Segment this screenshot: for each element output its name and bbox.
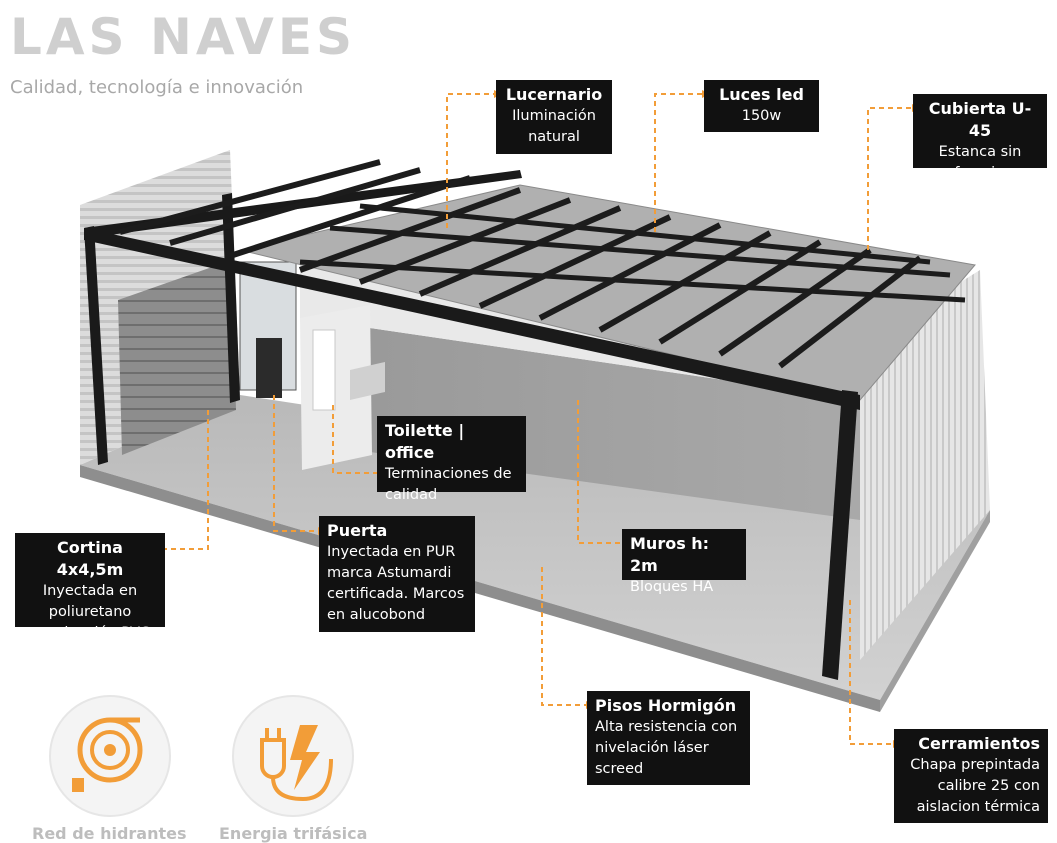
callout-toilette-body: Terminaciones de calidad <box>385 466 512 503</box>
callout-cerramientos-body: Chapa prepintada calibre 25 con aislacio… <box>910 757 1040 815</box>
callout-pisos-body: Alta resistencia con nivelación láser sc… <box>595 719 738 777</box>
callout-pisos-title: Pisos Hormigón <box>595 696 737 715</box>
callout-pisos: Pisos Hormigón Alta resistencia con nive… <box>587 691 750 785</box>
right-side-wall <box>860 270 990 660</box>
callout-luces-led-title: Luces led <box>719 85 804 104</box>
callout-cerramientos-title: Cerramientos <box>918 734 1040 753</box>
callout-cortina-body: Inyectada en poliuretano terminación PVC <box>29 583 150 641</box>
callout-muros-title: Muros h: 2m <box>630 534 710 575</box>
roller-shutter <box>118 260 236 455</box>
callout-puerta: Puerta Inyectada en PUR marca Astumardi … <box>319 516 475 632</box>
callout-cubierta-body: Estanca sin perforaciones <box>930 144 1030 181</box>
callout-toilette-title: Toilette | office <box>385 421 465 462</box>
callout-toilette: Toilette | office Terminaciones de calid… <box>377 416 526 503</box>
callout-lucernario-title: Lucernario <box>505 85 603 104</box>
callout-luces-led-body: 150w <box>741 108 782 124</box>
page-title: LAS NAVES <box>10 8 356 66</box>
callout-cortina-title: Cortina 4x4,5m <box>56 538 124 579</box>
floor-edge <box>80 465 880 712</box>
roof-panels <box>240 185 975 400</box>
callout-cerramientos: Cerramientos Chapa prepintada calibre 25… <box>894 729 1048 823</box>
callout-muros: Muros h: 2m Bloques HA <box>622 529 746 595</box>
concrete-floor <box>80 395 990 700</box>
roof-purlins <box>119 159 922 369</box>
callout-muros-body: Bloques HA <box>630 579 714 595</box>
callout-luces-led: Luces led 150w <box>704 80 819 132</box>
electric-plug-icon <box>232 695 354 817</box>
callout-cortina: Cortina 4x4,5m Inyectada en poliuretano … <box>15 533 165 641</box>
callout-lucernario-body: Iluminación natural <box>512 108 596 145</box>
callout-puerta-body: Inyectada en PUR marca Astumardi certifi… <box>327 544 465 623</box>
hydrant-hose-icon <box>49 695 171 817</box>
block-wall <box>370 328 860 520</box>
leader-lines <box>165 93 912 745</box>
feature-label-hidrantes: Red de hidrantes <box>32 824 187 843</box>
feature-label-energia: Energia trifásica <box>219 824 368 843</box>
callout-puerta-title: Puerta <box>327 521 388 540</box>
callout-cubierta: Cubierta U-45 Estanca sin perforaciones <box>913 94 1047 181</box>
page-subtitle: Calidad, tecnología e innovación <box>10 77 304 98</box>
callout-lucernario: Lucernario Iluminación natural <box>496 80 612 154</box>
callout-cubierta-title: Cubierta U-45 <box>928 99 1032 140</box>
